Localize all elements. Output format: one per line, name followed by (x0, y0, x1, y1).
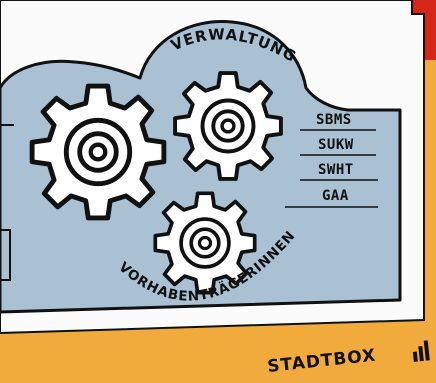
gear-large-icon (32, 86, 164, 218)
gear-upper-icon (175, 73, 281, 179)
abbr-item: SWHT (318, 162, 354, 178)
abbr-item: SBMS (316, 112, 352, 128)
abbr-item: SUKW (318, 137, 354, 153)
abbr-item: GAA (322, 188, 349, 204)
